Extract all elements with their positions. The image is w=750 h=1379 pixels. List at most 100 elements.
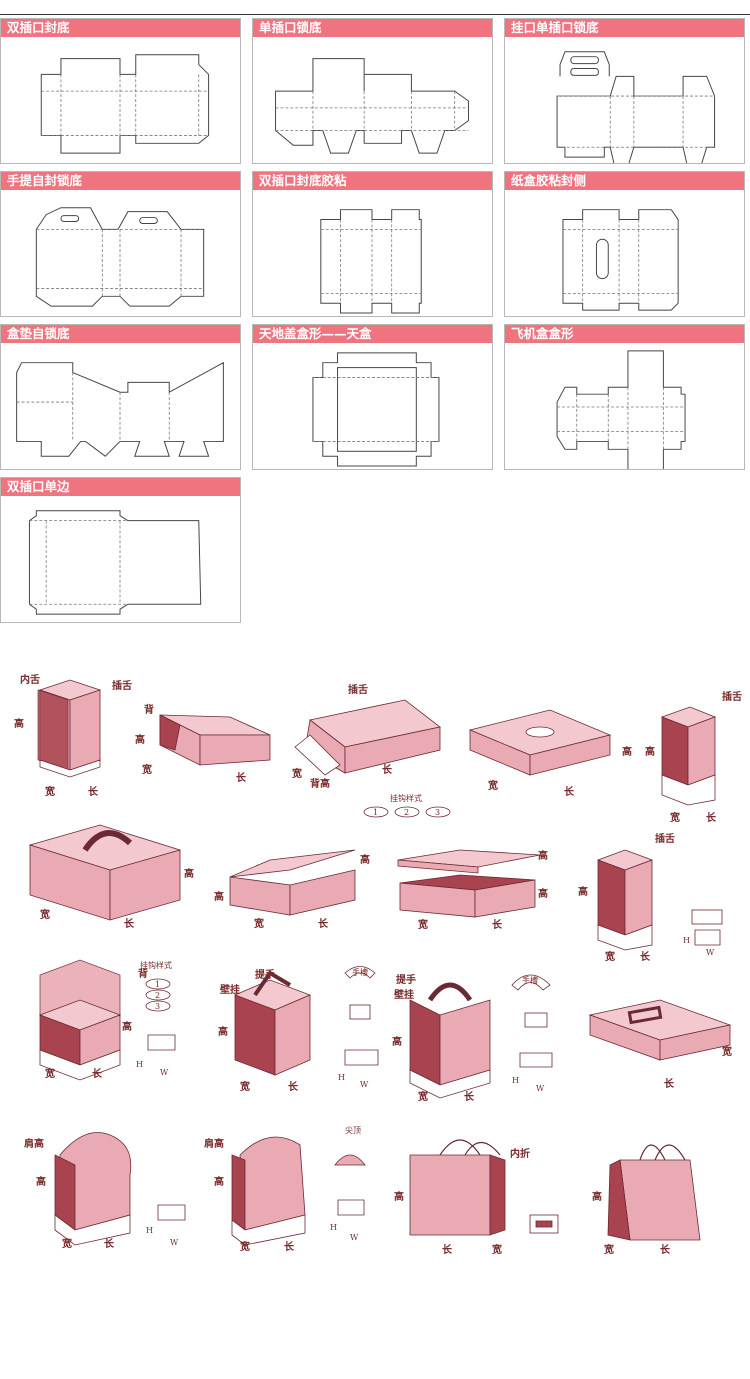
label-h: H bbox=[146, 1226, 153, 1235]
dieline-diagram bbox=[253, 37, 492, 163]
hook-style-3: 3 bbox=[435, 808, 440, 817]
dieline-diagram bbox=[1, 190, 240, 316]
label-wall-hook: 壁挂 bbox=[394, 988, 414, 1001]
label-length: 长 bbox=[492, 918, 503, 931]
panel-tray-self-lock-bottom: 盒垫自锁底 bbox=[0, 324, 241, 470]
panel-title: 天地盖盒形——天盒 bbox=[253, 325, 492, 343]
panel-title: 纸盒胶粘封侧 bbox=[505, 172, 744, 190]
label-back-height: 背高 bbox=[310, 777, 330, 790]
label-length: 长 bbox=[236, 771, 247, 784]
label-pointed-top: 尖顶 bbox=[345, 1125, 361, 1135]
label-height: 高 bbox=[392, 1035, 402, 1048]
label-w: W bbox=[160, 1068, 169, 1077]
label-w: W bbox=[536, 1084, 545, 1093]
label-h: H bbox=[330, 1223, 337, 1232]
label-width: 宽 bbox=[491, 1243, 502, 1256]
label-width: 宽 bbox=[253, 917, 264, 930]
label-back: 背 bbox=[144, 703, 154, 716]
label-height: 高 bbox=[122, 1020, 132, 1033]
label-insert-tongue: 插舌 bbox=[722, 690, 742, 703]
house-box-illustration: 肩高 高 宽 长 H W bbox=[24, 1132, 186, 1250]
handle-box-2-illustration: 提手 壁挂 高 宽 长 手槽 H W bbox=[392, 973, 553, 1103]
label-insert-tongue: 插舌 bbox=[112, 679, 132, 692]
label-h: H bbox=[338, 1073, 345, 1082]
label-h: H bbox=[683, 936, 690, 945]
panel-single-tuck-lock-bottom: 单插口锁底 bbox=[252, 18, 493, 164]
label-width: 宽 bbox=[417, 918, 428, 931]
label-height: 高 bbox=[578, 885, 588, 898]
label-h: H bbox=[136, 1060, 143, 1069]
dieline-diagram bbox=[505, 190, 744, 316]
label-width: 宽 bbox=[417, 1090, 428, 1103]
tuck-lock-box-illustration: 插舌 高 宽 长 H W bbox=[578, 832, 723, 963]
label-hand-slot: 手槽 bbox=[352, 967, 368, 977]
label-length: 长 bbox=[288, 1080, 299, 1093]
tuck-box-illustration: 内舌 插舌 高 宽 长 bbox=[14, 673, 132, 798]
panel-title: 挂口单插口锁底 bbox=[505, 19, 744, 37]
label-width: 宽 bbox=[141, 763, 152, 776]
dieline-diagram bbox=[253, 343, 492, 469]
label-width: 宽 bbox=[39, 908, 50, 921]
label-length: 长 bbox=[640, 950, 651, 963]
lid-tray-box-illustration: 高 高 宽 长 bbox=[397, 849, 548, 931]
hang-box-illustration: 背 挂钩样式 1 2 3 高 宽 长 H W bbox=[38, 959, 176, 1081]
label-w: W bbox=[350, 1233, 359, 1242]
tissue-box-illustration: 高 宽 长 bbox=[468, 709, 632, 798]
dieline-diagram bbox=[1, 496, 240, 622]
label-length: 长 bbox=[464, 1090, 475, 1103]
label-length: 长 bbox=[92, 1067, 103, 1080]
label-length: 长 bbox=[382, 763, 393, 776]
label-width: 宽 bbox=[603, 1243, 614, 1256]
label-length: 长 bbox=[442, 1243, 453, 1256]
label-shoulder-height: 肩高 bbox=[24, 1137, 44, 1150]
hook-style-1: 1 bbox=[155, 980, 160, 989]
label-length: 长 bbox=[124, 917, 135, 930]
label-height: 高 bbox=[394, 1190, 404, 1203]
panel-title: 双插口单边 bbox=[1, 478, 240, 496]
handle-lid-box-illustration: 高 宽 长 bbox=[28, 824, 194, 930]
handle-box-illustration: 提手 壁挂 高 宽 长 手槽 H W bbox=[218, 966, 379, 1093]
panel-title: 手提自封锁底 bbox=[1, 172, 240, 190]
label-height: 高 bbox=[214, 890, 224, 903]
hook-style-1: 1 bbox=[373, 808, 378, 817]
panel-title: 双插口封底胶粘 bbox=[253, 172, 492, 190]
handle-flat-box-illustration: 宽 长 bbox=[588, 999, 732, 1090]
label-height: 高 bbox=[538, 849, 548, 862]
label-length: 长 bbox=[660, 1243, 671, 1256]
label-width: 宽 bbox=[291, 767, 302, 780]
panel-handle-self-lock: 手提自封锁底 bbox=[0, 171, 241, 317]
label-width: 宽 bbox=[239, 1080, 250, 1093]
label-length: 长 bbox=[706, 811, 717, 824]
label-back: 背 bbox=[138, 967, 148, 980]
top-divider bbox=[0, 14, 750, 15]
paper-bag-illustration: 内折 高 长 宽 bbox=[394, 1139, 559, 1256]
label-length: 长 bbox=[104, 1237, 115, 1250]
label-hand-slot: 手槽 bbox=[522, 975, 538, 985]
label-shoulder-height: 肩高 bbox=[204, 1137, 224, 1150]
lock-bottom-hang-box-illustration: 插舌 高 宽 长 bbox=[645, 690, 742, 824]
label-h: H bbox=[512, 1076, 519, 1085]
label-width: 宽 bbox=[44, 785, 55, 798]
label-hook-styles: 挂钩样式 bbox=[140, 960, 172, 970]
label-width: 宽 bbox=[44, 1067, 55, 1080]
label-wall-hook: 壁挂 bbox=[220, 983, 240, 996]
panel-hang-tab-single-tuck-lock: 挂口单插口锁底 bbox=[504, 18, 745, 164]
label-height: 高 bbox=[592, 1190, 602, 1203]
label-width: 宽 bbox=[604, 950, 615, 963]
label-height: 高 bbox=[14, 717, 24, 730]
panel-title: 单插口锁底 bbox=[253, 19, 492, 37]
label-height: 高 bbox=[184, 867, 194, 880]
dieline-diagram bbox=[505, 343, 744, 469]
hook-style-3: 3 bbox=[155, 1002, 160, 1011]
panel-title: 飞机盒盒形 bbox=[505, 325, 744, 343]
label-height: 高 bbox=[622, 745, 632, 758]
label-height: 高 bbox=[645, 745, 655, 758]
label-w: W bbox=[360, 1080, 369, 1089]
label-insert-tongue: 插舌 bbox=[655, 832, 675, 845]
dieline-diagram bbox=[253, 190, 492, 316]
label-handle: 提手 bbox=[255, 968, 275, 981]
label-length: 长 bbox=[318, 917, 329, 930]
panel-mailer-box: 飞机盒盒形 bbox=[504, 324, 745, 470]
label-width: 宽 bbox=[487, 779, 498, 792]
label-width: 宽 bbox=[669, 811, 680, 824]
